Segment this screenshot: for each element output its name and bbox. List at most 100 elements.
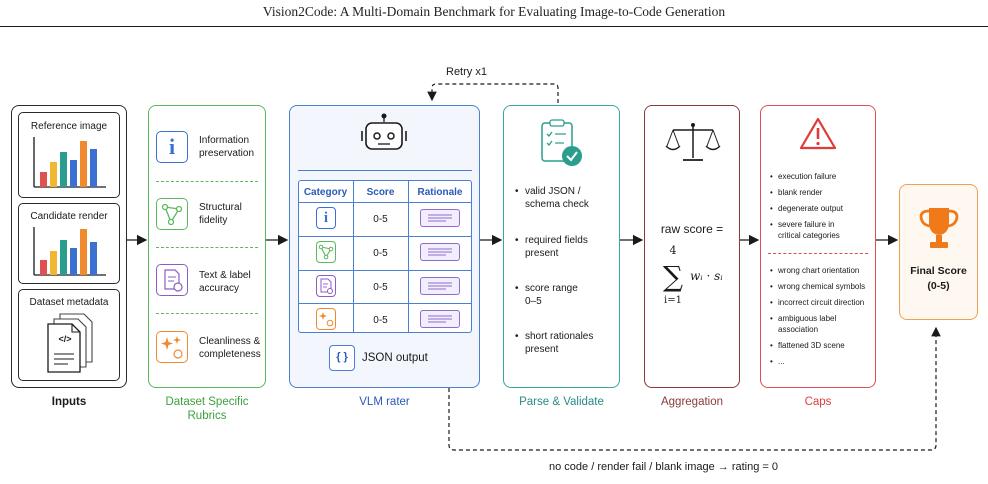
rubric-item-label: Cleanliness & (199, 336, 261, 347)
table-row-divider (298, 202, 472, 203)
cap-item: blank render (770, 188, 823, 198)
table-col-divider (353, 180, 354, 333)
info-icon (156, 131, 188, 163)
table-col-divider (408, 180, 409, 333)
caps-label: Caps (804, 396, 832, 408)
cap-item: execution failure (770, 172, 836, 182)
rubrics-label: Dataset Specific (165, 396, 249, 408)
cap-item: wrong chemical symbols (770, 282, 865, 292)
summation-symbol: ∑ (663, 260, 683, 293)
text-label-glyph (164, 269, 183, 292)
validation-item: present (525, 344, 559, 355)
text-label-glyph (320, 278, 333, 294)
code-document-icon (47, 313, 93, 373)
validation-item: valid JSON / (515, 185, 581, 198)
structure-graph-icon (156, 198, 188, 230)
cap-item: degenerate output (770, 204, 843, 214)
validation-item: 0–5 (525, 296, 542, 307)
caps-divider (768, 253, 868, 254)
json-output-label: JSON output (362, 352, 428, 364)
structure-graph-glyph (318, 244, 334, 260)
dataset-metadata-label: Dataset metadata (29, 297, 109, 308)
rubric-item-label: Structural (199, 202, 242, 213)
cap-item: ... (770, 357, 784, 367)
json-braces-glyph: { } (336, 351, 348, 363)
parse-validate-label: Parse & Validate (519, 396, 604, 408)
final-score-panel (899, 184, 978, 320)
info-icon (316, 207, 336, 229)
weighted-term: wᵢ · sᵢ (690, 269, 723, 283)
structure-graph-icon (316, 241, 336, 263)
raw-score-label: raw score = (660, 222, 724, 236)
cap-item: flattened 3D scene (770, 341, 845, 351)
cap-item: association (778, 325, 819, 334)
failure-bypass-path (448, 326, 941, 451)
table-score-cell: 0-5 (373, 315, 388, 326)
trophy-icon (919, 208, 959, 248)
table-row-divider (298, 303, 472, 304)
rationale-lines (428, 248, 452, 256)
validation-item: short rationales (515, 330, 593, 343)
table-score-cell: 0-5 (373, 248, 388, 259)
info-icon-glyph: i (323, 210, 329, 226)
rubric-divider (156, 313, 258, 314)
inputs-label: Inputs (51, 396, 87, 408)
rationale-lines (428, 282, 452, 290)
validation-item: score range (515, 282, 578, 295)
header-rule (0, 26, 988, 27)
rubric-divider (156, 247, 258, 248)
table-score-cell: 0-5 (373, 214, 388, 225)
sparkle-icon (316, 308, 336, 330)
rationale-lines (428, 315, 452, 323)
page-header-title: Vision2Code: A Multi-Domain Benchmark fo… (262, 4, 726, 19)
validation-item: present (525, 248, 559, 259)
text-label-icon (156, 264, 188, 296)
table-header-category: Category (303, 187, 348, 198)
validation-item: schema check (525, 199, 589, 210)
clipboard-check-icon (541, 119, 582, 166)
sparkle-icon (156, 331, 188, 363)
cap-item: ambiguous label (770, 314, 836, 324)
table-row-divider (298, 270, 472, 271)
rubric-item-label: fidelity (199, 215, 228, 226)
reference-image-label: Reference image (30, 121, 108, 132)
info-icon-glyph: i (168, 134, 176, 159)
candidate-render-card (18, 203, 120, 284)
summation-upper-limit: 4 (669, 244, 677, 257)
table-header-score: Score (366, 187, 395, 198)
cap-item: wrong chart orientation (770, 266, 859, 276)
cap-item: incorrect circuit direction (770, 298, 864, 308)
rubric-item-label: accuracy (199, 283, 240, 294)
failure-bypass-note: no code / render fail / blank image → ra… (549, 461, 778, 473)
aggregation-panel (644, 105, 740, 388)
sparkle-glyph (319, 312, 334, 327)
rubrics-label: Rubrics (187, 410, 227, 422)
candidate-render-label: Candidate render (30, 211, 108, 222)
reference-bar-chart-icon (33, 137, 106, 188)
balance-scale-icon (665, 123, 721, 161)
structure-graph-glyph (161, 203, 183, 226)
retry-loop-path (427, 83, 559, 103)
cap-item: severe failure in (770, 220, 835, 230)
table-header-rationale: Rationale (417, 187, 463, 198)
candidate-bar-chart-icon (33, 227, 106, 276)
rubric-item-label: Text & label (199, 270, 251, 281)
rubric-divider (156, 181, 258, 182)
reference-image-card (18, 112, 120, 198)
rationale-lines (428, 214, 452, 222)
aggregation-label: Aggregation (660, 396, 724, 408)
vlm-rater-label: VLM rater (359, 396, 410, 408)
text-label-icon (316, 275, 336, 297)
summation-lower-limit: i=1 (664, 295, 682, 306)
json-braces-icon (329, 345, 355, 371)
retry-label: Retry x1 (446, 66, 487, 78)
sparkle-glyph (161, 336, 183, 359)
final-score-title: Final Score (910, 265, 967, 277)
rubric-item-label: completeness (199, 349, 261, 360)
rubric-item-label: Information (199, 135, 250, 146)
validation-item: required fields (515, 234, 588, 247)
table-row-divider (298, 236, 472, 237)
rubric-item-label: preservation (199, 148, 255, 159)
final-score-range: (0-5) (927, 280, 950, 292)
warning-icon (799, 117, 837, 150)
